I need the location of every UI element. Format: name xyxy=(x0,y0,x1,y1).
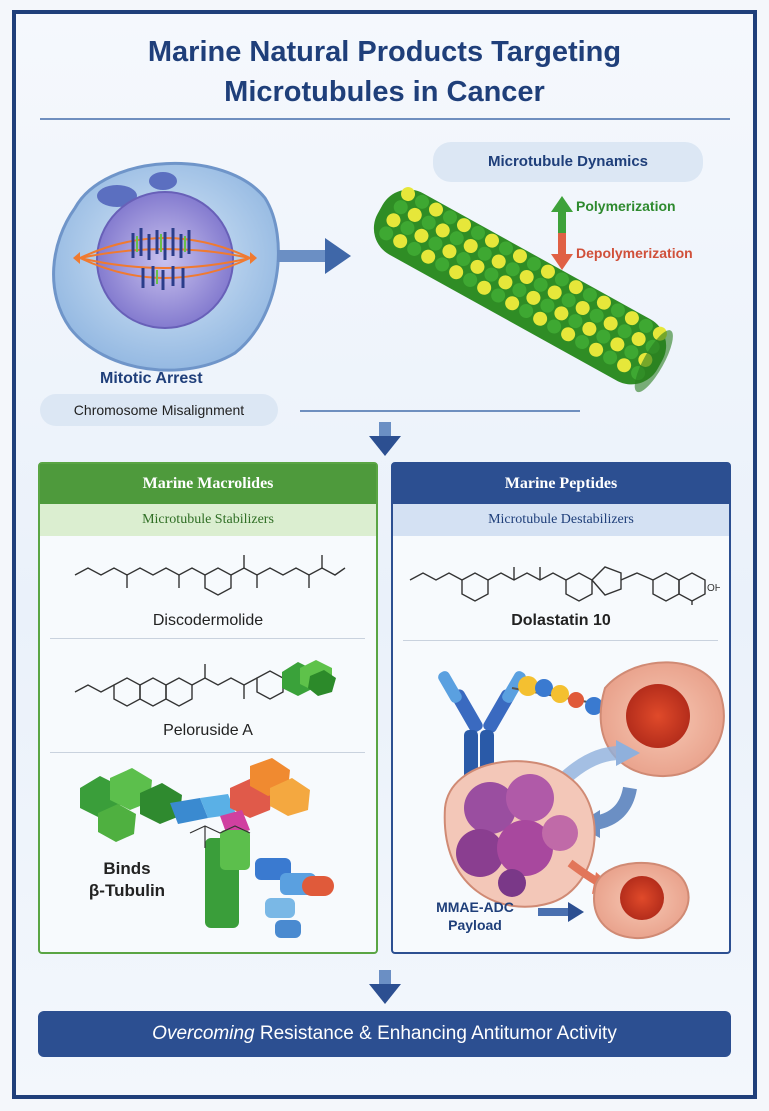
peloruside-label: Peloruside A xyxy=(163,722,253,739)
macrolides-header: Marine Macrolides xyxy=(40,464,376,504)
microtubule-illustration xyxy=(373,187,673,393)
adc-mechanism-illustration xyxy=(438,661,725,940)
conclusion-italic-word: Overcoming xyxy=(152,1023,255,1044)
discodermolide-label: Discodermolide xyxy=(152,612,264,629)
mitotic-arrest-label: Mitotic Arrest xyxy=(100,370,203,387)
peloruside-structure xyxy=(74,660,336,707)
mmae-adc-line: MMAE-ADC xyxy=(436,899,514,915)
right-arrow-1 xyxy=(277,238,351,274)
conclusion-text: Resistance & Enhancing Antitumor Activit… xyxy=(254,1023,617,1044)
section-divider xyxy=(300,410,580,412)
mmae-adc-payload-label: MMAE-ADC Payload xyxy=(410,898,540,934)
depolymerization-label: Depolymerization xyxy=(576,245,693,261)
macrolides-subheader: Microtubule Stabilizers xyxy=(40,504,376,536)
binds-line: Binds xyxy=(103,859,151,878)
peptides-header: Marine Peptides xyxy=(393,464,729,504)
peptides-subheader: Microtubule Destabilizers xyxy=(393,504,729,536)
left-divider-2 xyxy=(50,752,365,753)
down-arrow-1 xyxy=(369,422,401,456)
binds-beta-tubulin-label: Binds β-Tubulin xyxy=(82,858,172,902)
dividing-cell-illustration xyxy=(52,162,280,372)
left-divider-1 xyxy=(50,638,365,639)
title-divider xyxy=(40,118,730,120)
conclusion-banner: Overcoming Resistance & Enhancing Antitu… xyxy=(38,1011,731,1057)
discodermolide-structure xyxy=(74,555,346,596)
down-arrow-2 xyxy=(369,970,401,1004)
tubulin-binding-illustration xyxy=(80,758,334,938)
polymerization-label: Polymerization xyxy=(576,198,676,214)
dolastatin-structure: OH xyxy=(409,566,720,605)
dolastatin-label: Dolastatin 10 xyxy=(511,612,611,629)
payload-line: Payload xyxy=(448,917,502,933)
beta-tubulin-line: β-Tubulin xyxy=(88,881,166,900)
figure-title: Marine Natural Products Targeting Microt… xyxy=(0,32,769,112)
microtubule-dynamics-label: Microtubule Dynamics xyxy=(433,142,703,182)
title-line-1: Marine Natural Products Targeting xyxy=(147,36,622,68)
right-divider-1 xyxy=(403,640,718,641)
dynamics-arrow-icon xyxy=(551,196,573,270)
chromosome-misalignment-label: Chromosome Misalignment xyxy=(40,394,278,426)
svg-text:OH: OH xyxy=(707,583,720,594)
title-line-2: Microtubules in Cancer xyxy=(224,76,545,108)
